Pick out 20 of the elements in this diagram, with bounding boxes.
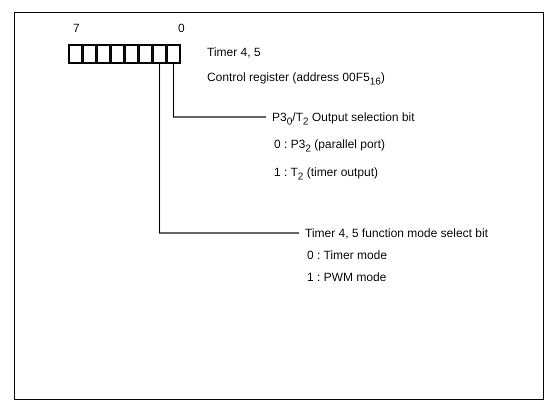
option-text: 0 : P3$_{2}$ (parallel port)	[274, 136, 386, 157]
register-bit-cell	[110, 44, 125, 64]
register-bit-cell	[152, 44, 167, 64]
register-title: Timer 4, 5	[207, 44, 261, 61]
leader-line	[158, 64, 299, 234]
register-bit-cell	[68, 44, 83, 64]
bit-description: Timer 4, 5 function mode select bit	[305, 225, 488, 242]
option-text: 1 : T$_{2}$ (timer output)	[274, 164, 380, 184]
register-bit-cell	[166, 44, 181, 64]
register-bit-cell	[124, 44, 139, 64]
register-bit-cell	[138, 44, 153, 64]
leader-line	[172, 64, 266, 118]
register-title: Control register (address 00F5$_{16}$)	[207, 69, 385, 90]
register-bit-cell	[96, 44, 111, 64]
option-text: 1 : PWM mode	[307, 269, 388, 286]
bit-number: 7	[73, 20, 80, 37]
bit-description: P3$_{0}$/T$_{2}$ Output selection bit	[272, 109, 415, 130]
register-bit-cell	[82, 44, 97, 64]
bit-number: 0	[178, 20, 185, 37]
option-text: 0 : Timer mode	[307, 247, 388, 264]
